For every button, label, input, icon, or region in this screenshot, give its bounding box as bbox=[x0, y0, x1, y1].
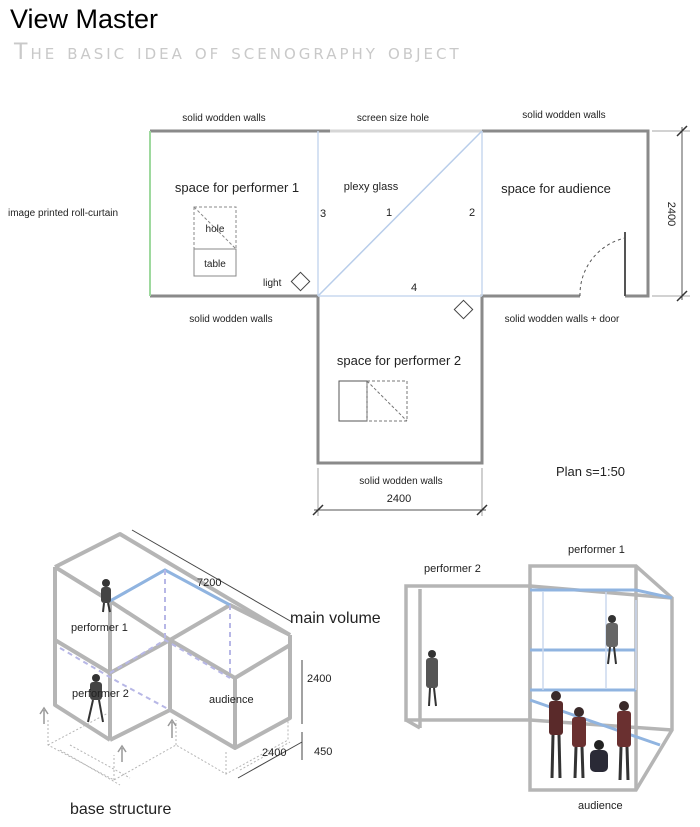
plan-num-1: 1 bbox=[386, 207, 392, 219]
iso-figure-performer1 bbox=[101, 579, 111, 613]
p2-table-box bbox=[338, 380, 368, 422]
iso-dim-length-line bbox=[131, 529, 293, 623]
persp-box-performer2 bbox=[404, 584, 532, 730]
iso-dim-width-line bbox=[237, 741, 303, 779]
persp-glass-thin bbox=[542, 592, 637, 690]
plan-scale: Plan s=1:50 bbox=[556, 464, 625, 479]
plan-label-bottom-left: solid wodden walls bbox=[189, 314, 272, 325]
plan-label-performer2: space for performer 2 bbox=[337, 353, 461, 368]
plan-label-plexy: plexy glass bbox=[344, 181, 399, 193]
plan-label-top-right: solid wodden walls bbox=[522, 110, 605, 121]
p2-hole-box bbox=[366, 380, 408, 422]
dim-right-tick-bot bbox=[676, 290, 688, 302]
plan-label-bottom-walls: solid wodden walls bbox=[359, 476, 442, 487]
dim-bottom-tick-l bbox=[312, 504, 324, 516]
iso-label-base: base structure bbox=[70, 801, 171, 818]
plan-label-light: light bbox=[263, 278, 282, 289]
p2-hole-diagonal bbox=[366, 380, 408, 422]
table-box bbox=[193, 248, 237, 277]
plan-label-hole: hole bbox=[206, 224, 225, 235]
iso-dim-height: 2400 bbox=[307, 673, 331, 685]
page-subtitle: The basic idea of scenography object bbox=[14, 40, 462, 65]
perspective-view: performer 2 performer 1 audience bbox=[404, 544, 674, 812]
door-swing bbox=[579, 237, 626, 297]
plan-label-curtain: image printed roll-curtain bbox=[8, 208, 118, 219]
persp-label-performer2: performer 2 bbox=[424, 563, 481, 575]
iso-label-audience: audience bbox=[209, 694, 254, 706]
plan-view: solid wodden walls screen size hole soli… bbox=[8, 110, 690, 516]
isometric-view: 7200 performer 1 performer 2 audience 24… bbox=[39, 529, 381, 818]
iso-base-structure bbox=[47, 711, 291, 786]
persp-label-performer1: performer 1 bbox=[568, 544, 625, 556]
plan-dim-bottom: 2400 bbox=[387, 493, 411, 505]
plan-num-3: 3 bbox=[320, 208, 326, 220]
persp-figures-audience bbox=[549, 691, 631, 781]
iso-figure-performer2 bbox=[87, 674, 104, 723]
plan-num-4: 4 bbox=[411, 282, 417, 294]
plan-outer-wall bbox=[150, 129, 650, 465]
page-title: View Master bbox=[10, 4, 159, 34]
iso-label-performer2: performer 2 bbox=[72, 688, 129, 700]
plan-dim-right: 2400 bbox=[665, 202, 677, 226]
light-diamond-1 bbox=[290, 271, 311, 292]
iso-label-main-volume: main volume bbox=[290, 610, 381, 627]
plan-label-audience: space for audience bbox=[501, 181, 611, 196]
persp-figure-performer2 bbox=[426, 650, 438, 707]
dim-right-tick-top bbox=[676, 125, 688, 137]
plan-label-performer1: space for performer 1 bbox=[175, 180, 299, 195]
plan-label-bottom-right: solid wodden walls + door bbox=[505, 314, 620, 325]
dim-bottom-tick-r bbox=[476, 504, 488, 516]
plan-label-top-left: solid wodden walls bbox=[182, 113, 265, 124]
iso-dim-width: 2400 bbox=[262, 747, 286, 759]
glass-line-1 bbox=[317, 130, 483, 297]
iso-dim-length: 7200 bbox=[197, 577, 221, 589]
iso-dim-base: 450 bbox=[314, 746, 332, 758]
persp-figure-performer1 bbox=[606, 615, 618, 665]
iso-main-frame bbox=[53, 532, 292, 750]
plan-num-2: 2 bbox=[469, 207, 475, 219]
persp-label-audience: audience bbox=[578, 800, 623, 812]
plan-label-top-mid: screen size hole bbox=[357, 113, 430, 124]
iso-label-performer1: performer 1 bbox=[71, 622, 128, 634]
iso-glass-dashed bbox=[59, 570, 231, 711]
plan-label-table: table bbox=[204, 259, 226, 270]
iso-base-arrows bbox=[39, 706, 177, 762]
light-diamond-2 bbox=[453, 299, 474, 320]
